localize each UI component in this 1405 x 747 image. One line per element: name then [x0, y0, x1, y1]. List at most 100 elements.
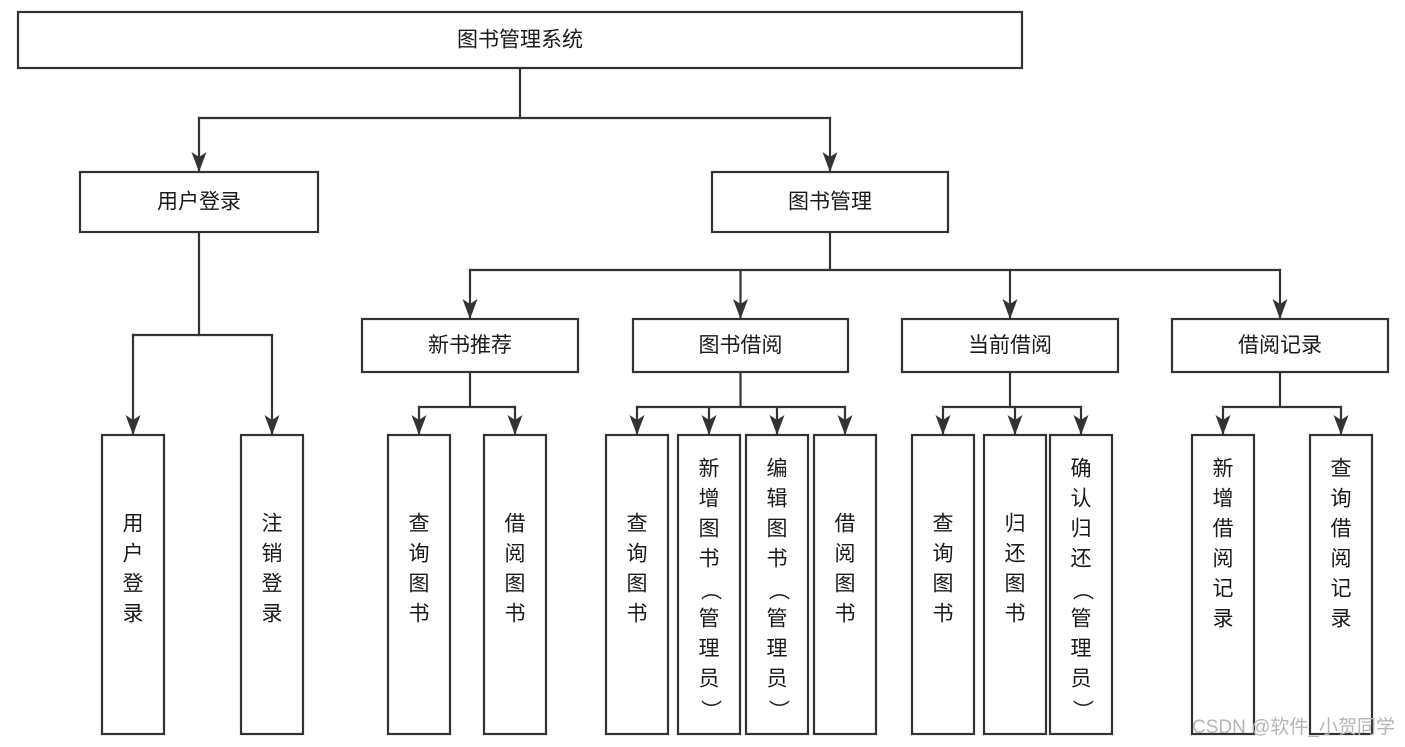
arrow-head	[629, 415, 645, 435]
node-label-char: 记	[1331, 578, 1352, 601]
node-label-char: 查	[627, 513, 648, 536]
node-label-char: 注	[262, 513, 283, 536]
node-box[interactable]	[1048, 433, 1114, 736]
node-box[interactable]	[710, 170, 950, 234]
node-label-char: 还	[1071, 548, 1092, 571]
node-label-char: 询	[933, 543, 954, 566]
node-label-char: 书	[835, 603, 856, 626]
node-box[interactable]	[1190, 433, 1256, 736]
node-box[interactable]	[631, 317, 850, 374]
arrow-head	[935, 415, 951, 435]
node-box[interactable]	[676, 433, 742, 736]
node-label-char: 图	[627, 573, 648, 596]
node-label-char: 销	[262, 543, 283, 566]
node-box[interactable]	[482, 433, 548, 736]
node-box[interactable]	[604, 433, 670, 736]
node-label-char: 书	[409, 603, 430, 626]
node-user-login[interactable]: 用户登录	[78, 170, 320, 234]
node-label-char: 员	[767, 668, 788, 691]
node-label: 借阅记录	[1238, 334, 1322, 357]
node-new-book-recommend[interactable]: 新书推荐	[360, 317, 580, 374]
node-box[interactable]	[744, 433, 810, 736]
arrow-head	[1002, 299, 1018, 319]
node-box[interactable]	[360, 317, 580, 374]
node-label-char: 询	[409, 543, 430, 566]
node-label-char: 还	[1005, 543, 1026, 566]
edges-layer	[125, 66, 1349, 436]
node-label-char: 询	[1331, 488, 1352, 511]
node-label-char: 图	[835, 573, 856, 596]
node-label-char: 阅	[505, 543, 526, 566]
node-book-borrow[interactable]: 图书借阅	[631, 317, 850, 374]
node-current-borrow[interactable]: 当前借阅	[900, 317, 1120, 374]
arrow-head	[701, 415, 717, 435]
node-label-char: 阅	[1213, 548, 1234, 571]
node-label-char: 录	[1213, 608, 1234, 631]
node-label-char: 书	[933, 603, 954, 626]
node-box[interactable]	[239, 433, 305, 736]
node-box[interactable]	[812, 433, 878, 736]
node-label: 当前借阅	[968, 334, 1052, 357]
node-box[interactable]	[982, 433, 1048, 736]
arrow-head	[837, 415, 853, 435]
node-box[interactable]	[1170, 317, 1390, 374]
arrow-head	[264, 415, 280, 435]
node-label-char: 图	[699, 518, 720, 541]
node-box[interactable]	[78, 170, 320, 234]
node-label: 新书推荐	[428, 334, 512, 357]
node-label-char: 图	[767, 518, 788, 541]
node-box[interactable]	[100, 433, 166, 736]
node-box[interactable]	[386, 433, 452, 736]
arrow-head	[1272, 299, 1288, 319]
node-label-char: 增	[1213, 488, 1234, 511]
node-label-char: 辑	[767, 488, 788, 511]
node-box[interactable]	[1308, 433, 1374, 736]
node-borrow-records[interactable]: 借阅记录	[1170, 317, 1390, 374]
node-label-char: 查	[933, 513, 954, 536]
node-label-char: 编	[767, 458, 788, 481]
node-box[interactable]	[910, 433, 976, 736]
node-root[interactable]: 图书管理系统	[16, 10, 1024, 70]
node-label: 图书借阅	[699, 334, 783, 357]
node-label-char: 查	[1331, 458, 1352, 481]
node-book-management[interactable]: 图书管理	[710, 170, 950, 234]
node-label-char: 询	[627, 543, 648, 566]
watermark-layer: CSDN @软件_小贺同学	[1192, 716, 1395, 738]
node-label-char: 管	[767, 608, 788, 631]
node-label-char: 图	[505, 573, 526, 596]
node-label-char: 记	[1213, 578, 1234, 601]
node-label-char: 管	[699, 608, 720, 631]
arrow-head	[462, 299, 478, 319]
node-label-char: ）	[698, 700, 721, 721]
node-label-char: 理	[767, 638, 788, 661]
node-box[interactable]	[16, 10, 1024, 70]
node-label-char: 确	[1071, 458, 1092, 481]
node-label: 图书管理系统	[457, 29, 583, 52]
node-box[interactable]	[900, 317, 1120, 374]
node-label-char: 录	[1331, 608, 1352, 631]
node-label-char: 书	[505, 603, 526, 626]
node-label-char: ）	[1070, 700, 1093, 721]
node-label-char: （	[766, 580, 789, 601]
node-label-char: 书	[627, 603, 648, 626]
arrow-head	[1073, 415, 1089, 435]
node-label-char: 新	[699, 458, 720, 481]
node-label-char: 阅	[835, 543, 856, 566]
node-user-login-leaf[interactable]: 用户登录	[100, 433, 166, 736]
nodes-layer: 图书管理系统用户登录用户登录注销登录图书管理新书推荐查询图书借阅图书图书借阅查询…	[16, 10, 1390, 736]
node-label-char: 查	[409, 513, 430, 536]
arrow-head	[1333, 415, 1349, 435]
